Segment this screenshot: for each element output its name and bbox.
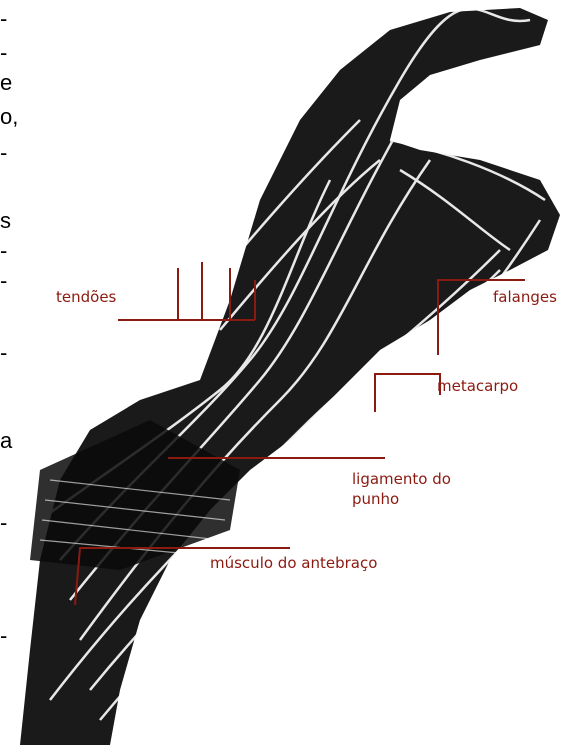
label-metacarpo: metacarpo: [437, 377, 518, 395]
label-musculo: músculo do antebraço: [210, 554, 377, 572]
margin-fragment: a: [0, 430, 12, 452]
margin-fragment: o,: [0, 106, 18, 128]
label-ligamento-line2: punho: [352, 490, 399, 508]
margin-fragment: -: [0, 42, 7, 64]
margin-fragment: -: [0, 270, 7, 292]
margin-fragment: -: [0, 240, 7, 262]
margin-fragment: -: [0, 512, 7, 534]
margin-fragment: e: [0, 72, 12, 94]
margin-fragment: -: [0, 625, 7, 647]
label-ligamento-line1: ligamento do: [352, 470, 451, 488]
label-tendoes: tendões: [56, 288, 116, 306]
margin-fragment: -: [0, 142, 7, 164]
margin-fragment: -: [0, 8, 7, 30]
label-falanges: falanges: [493, 288, 557, 306]
margin-fragment: s: [0, 210, 11, 232]
margin-fragment: -: [0, 342, 7, 364]
